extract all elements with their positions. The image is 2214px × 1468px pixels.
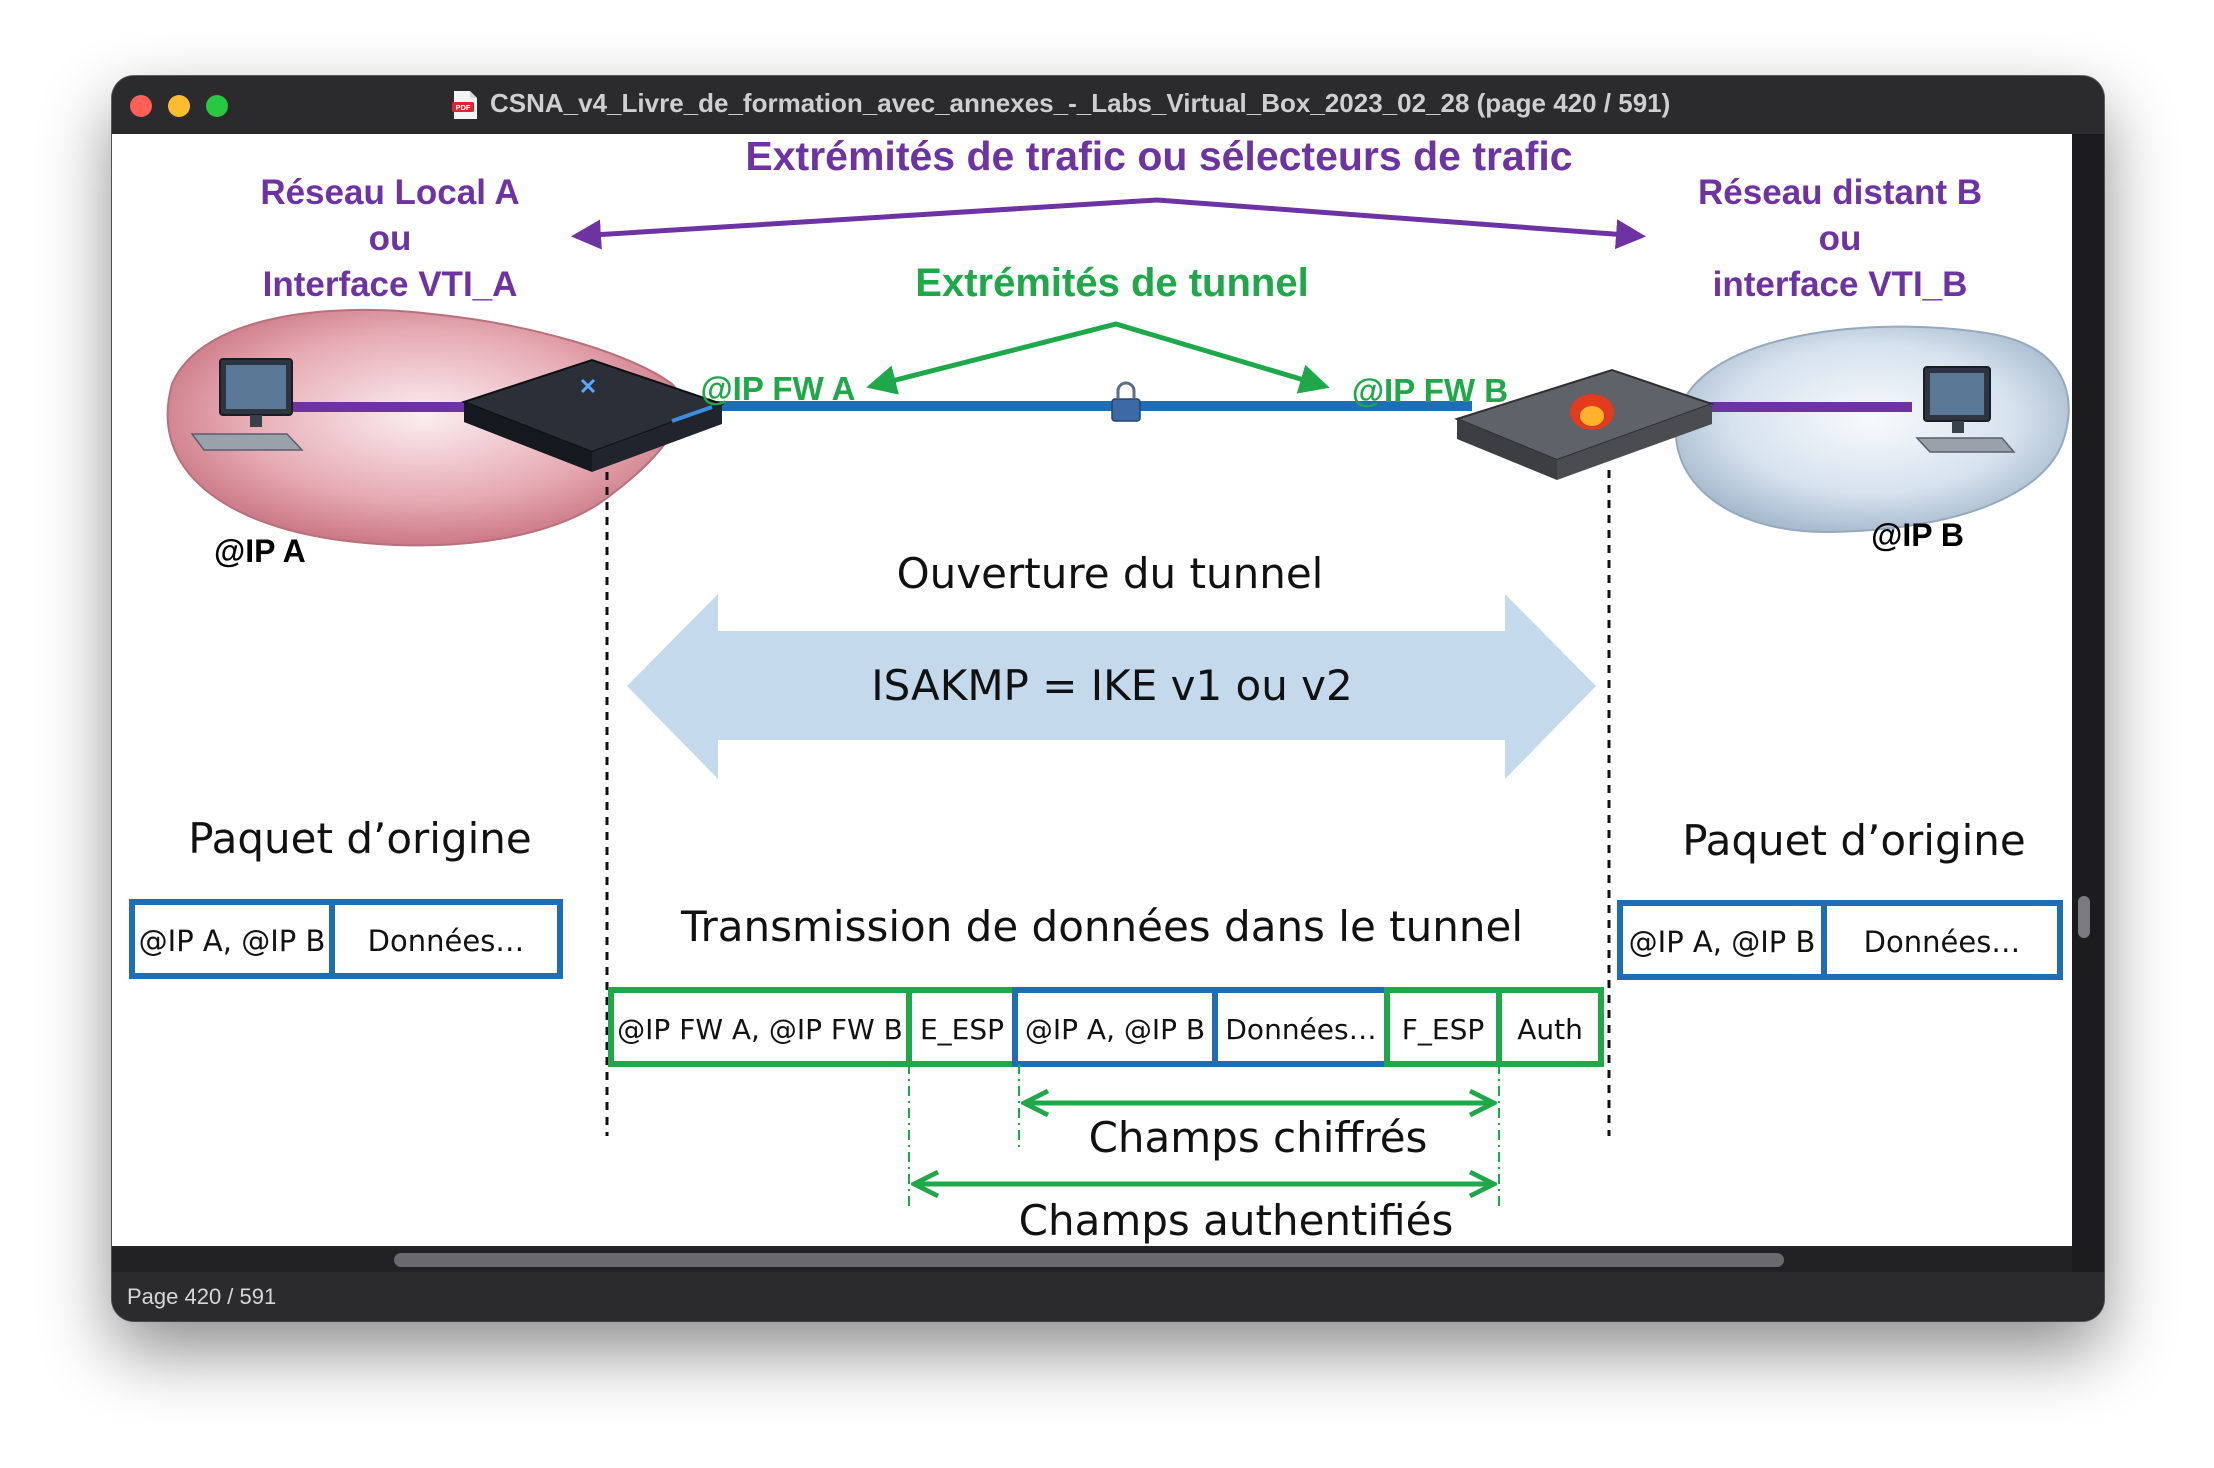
page-indicator: Page 420 / 591	[127, 1284, 277, 1309]
right-network-line1: Réseau distant B	[1698, 173, 1982, 212]
authenticated-label: Champs authentifiés	[1019, 1196, 1454, 1245]
orig-right-cell-data: Données…	[1864, 925, 2021, 959]
firewall-icon	[1454, 368, 1716, 480]
isakmp-double-arrow	[627, 594, 1596, 779]
desktop-computer-icon	[1915, 366, 2016, 453]
lock-icon	[1111, 381, 1141, 422]
pdf-viewer-window: PDF CSNA_v4_Livre_de_formation_avec_anne…	[112, 76, 2104, 1321]
tunnel-cell-esp-header: E_ESP	[920, 1013, 1004, 1046]
orig-left-cell-data: Données…	[368, 924, 525, 958]
status-bar: Page 420 / 591	[112, 1272, 2104, 1321]
tunnel-cell-outer-ip: @IP FW A, @IP FW B	[617, 1013, 903, 1046]
ip-a-label: @IP A	[214, 533, 306, 569]
orig-packet-left-title: Paquet d’origine	[188, 814, 532, 863]
close-icon[interactable]	[130, 95, 152, 117]
horizontal-scrollbar-thumb[interactable]	[394, 1253, 1784, 1267]
ip-b-label: @IP B	[1871, 517, 1964, 553]
isakmp-label: ISAKMP = IKE v1 ou v2	[871, 661, 1353, 710]
ipsec-diagram: Extrémités de trafic ou sélecteurs de tr…	[129, 134, 2070, 1245]
title-bar: PDF CSNA_v4_Livre_de_formation_avec_anne…	[112, 76, 2104, 134]
right-network-line3: interface VTI_B	[1713, 265, 1968, 304]
desktop-computer-icon	[190, 358, 304, 451]
tunnel-cell-inner-ip: @IP A, @IP B	[1025, 1013, 1205, 1046]
tunnel-cell-data: Données…	[1225, 1013, 1376, 1046]
tunnel-title: Extrémités de tunnel	[915, 261, 1308, 305]
orig-packet-right-title: Paquet d’origine	[1682, 816, 2026, 865]
firewall-icon	[461, 358, 725, 472]
orig-packet-right: @IP A, @IP B Données…	[1617, 900, 2063, 980]
tunnel-cell-auth: Auth	[1517, 1013, 1583, 1046]
vertical-scrollbar[interactable]	[2078, 896, 2090, 938]
minimize-icon[interactable]	[168, 95, 190, 117]
selectors-title: Extrémités de trafic ou sélecteurs de tr…	[745, 134, 1572, 179]
fw-a-label: @IP FW A	[700, 370, 855, 407]
tunnel-cell-esp-trailer: F_ESP	[1402, 1013, 1484, 1046]
orig-left-cell-ip: @IP A, @IP B	[139, 924, 326, 958]
encrypted-label: Champs chiffrés	[1089, 1113, 1428, 1162]
fw-b-label: @IP FW B	[1352, 372, 1508, 409]
left-network-line1: Réseau Local A	[260, 173, 519, 212]
orig-right-cell-ip: @IP A, @IP B	[1629, 925, 1816, 959]
local-network-a-shape	[166, 308, 683, 547]
tunnel-packet: @IP FW A, @IP FW B E_ESP @IP A, @IP B Do…	[608, 987, 1604, 1067]
remote-network-b-shape	[1675, 325, 2070, 534]
left-network-line2: ou	[369, 219, 412, 258]
left-network-line3: Interface VTI_A	[263, 265, 518, 304]
tunnel-endpoints-arrow	[866, 321, 1330, 395]
window-title: CSNA_v4_Livre_de_formation_avec_annexes_…	[490, 88, 1671, 118]
traffic-selector-arrow	[571, 197, 1646, 250]
opening-label: Ouverture du tunnel	[897, 549, 1324, 598]
transmission-label: Transmission de données dans le tunnel	[680, 902, 1523, 951]
orig-packet-left: @IP A, @IP B Données…	[129, 899, 563, 979]
pdf-document-icon: PDF	[452, 91, 477, 119]
svg-text:PDF: PDF	[456, 103, 471, 112]
zoom-icon[interactable]	[206, 95, 228, 117]
right-network-line2: ou	[1819, 219, 1862, 258]
pdf-page: Extrémités de trafic ou sélecteurs de tr…	[112, 134, 2072, 1246]
